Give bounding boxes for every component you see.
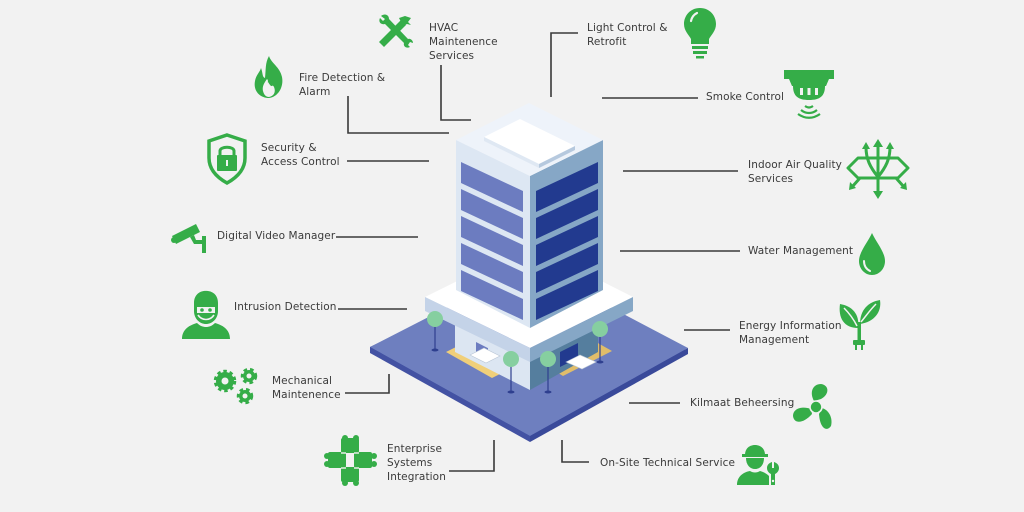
window-right-3 xyxy=(536,216,598,266)
podium-slab-right xyxy=(530,297,633,362)
tree xyxy=(592,321,608,364)
window-left-3 xyxy=(461,216,523,266)
building-illustration xyxy=(370,103,688,442)
masked-person-icon xyxy=(182,290,230,339)
roof-box-edge xyxy=(539,146,575,168)
label-video: Digital Video Manager xyxy=(217,230,336,242)
connector-hvac xyxy=(440,65,471,121)
connector-mechanical xyxy=(345,374,390,394)
label-onsite: On-Site Technical Service xyxy=(600,457,736,469)
window-left-1 xyxy=(461,162,523,212)
water-drop-icon xyxy=(859,233,885,275)
cctv-camera-icon xyxy=(171,224,206,253)
roof-box-top xyxy=(484,119,575,164)
puzzle-icon xyxy=(324,435,377,486)
window-right-4 xyxy=(536,243,598,293)
connector-fire xyxy=(347,96,449,134)
window-left-2 xyxy=(461,189,523,239)
fan-icon xyxy=(793,384,832,429)
lightbulb-icon xyxy=(684,8,716,59)
connector-onsite xyxy=(561,440,589,463)
technician-icon xyxy=(737,445,779,485)
roof-box-edge-left xyxy=(484,137,539,168)
tools-icon xyxy=(379,14,413,48)
label-light: Light Control &Retrofit xyxy=(587,22,668,48)
label-water: Water Management xyxy=(748,245,854,257)
door-right xyxy=(560,343,578,367)
label-smoke: Smoke Control xyxy=(706,91,785,103)
base-plate-front-right xyxy=(530,348,688,442)
gears-icon xyxy=(213,367,258,405)
label-security: Security &Access Control xyxy=(261,142,340,168)
tree xyxy=(540,351,556,394)
windows-left xyxy=(461,162,523,320)
connector-light xyxy=(550,32,578,97)
flame-icon xyxy=(254,56,283,98)
label-intrusion: Intrusion Detection xyxy=(234,301,337,313)
tree xyxy=(427,311,443,352)
trees xyxy=(427,311,608,394)
air-flow-icon xyxy=(846,139,910,199)
connector-lines xyxy=(336,32,740,472)
connector-enterprise xyxy=(449,440,495,472)
plant-plug-icon xyxy=(839,300,881,350)
bench-right xyxy=(565,354,597,370)
tree xyxy=(503,351,519,394)
window-left-4 xyxy=(461,243,523,293)
bench-left xyxy=(469,347,501,364)
label-fire: Fire Detection &Alarm xyxy=(299,72,386,98)
base-plate-front-left xyxy=(370,347,530,442)
window-right-5 xyxy=(536,270,598,320)
window-right-2 xyxy=(536,189,598,239)
label-climate: Kilmaat Beheersing xyxy=(690,397,795,409)
shield-lock-icon xyxy=(207,133,247,186)
windows-right xyxy=(536,162,598,320)
podium-slab-left xyxy=(425,297,530,362)
smoke-detector-icon xyxy=(784,70,834,119)
window-right-1 xyxy=(536,162,598,212)
window-left-5 xyxy=(461,270,523,320)
